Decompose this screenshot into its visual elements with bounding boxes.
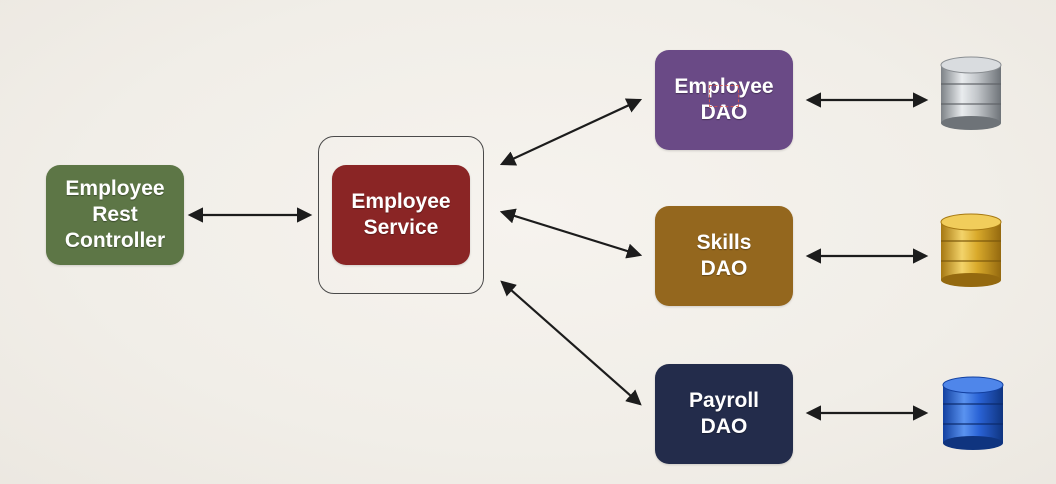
employee-service-node: Employee Service (332, 165, 470, 265)
service-highlight-frame (318, 136, 484, 294)
employee-rest-controller-node: Employee Rest Controller (46, 165, 184, 265)
payroll-dao-node: Payroll DAO (655, 364, 793, 464)
skills-dao-node: Skills DAO (655, 206, 793, 306)
employee-service-label: Employee Service (351, 190, 451, 239)
skills-database-icon (940, 213, 1002, 287)
payroll-database-icon (942, 376, 1004, 450)
employee-database-icon (940, 56, 1002, 130)
text-selection-marker (709, 85, 739, 107)
employee-dao-node: Employee DAO (655, 50, 793, 150)
payroll-dao-label: Payroll DAO (688, 389, 760, 438)
skills-dao-label: Skills DAO (696, 231, 752, 280)
employee-rest-controller-label: Employee Rest Controller (64, 177, 166, 252)
